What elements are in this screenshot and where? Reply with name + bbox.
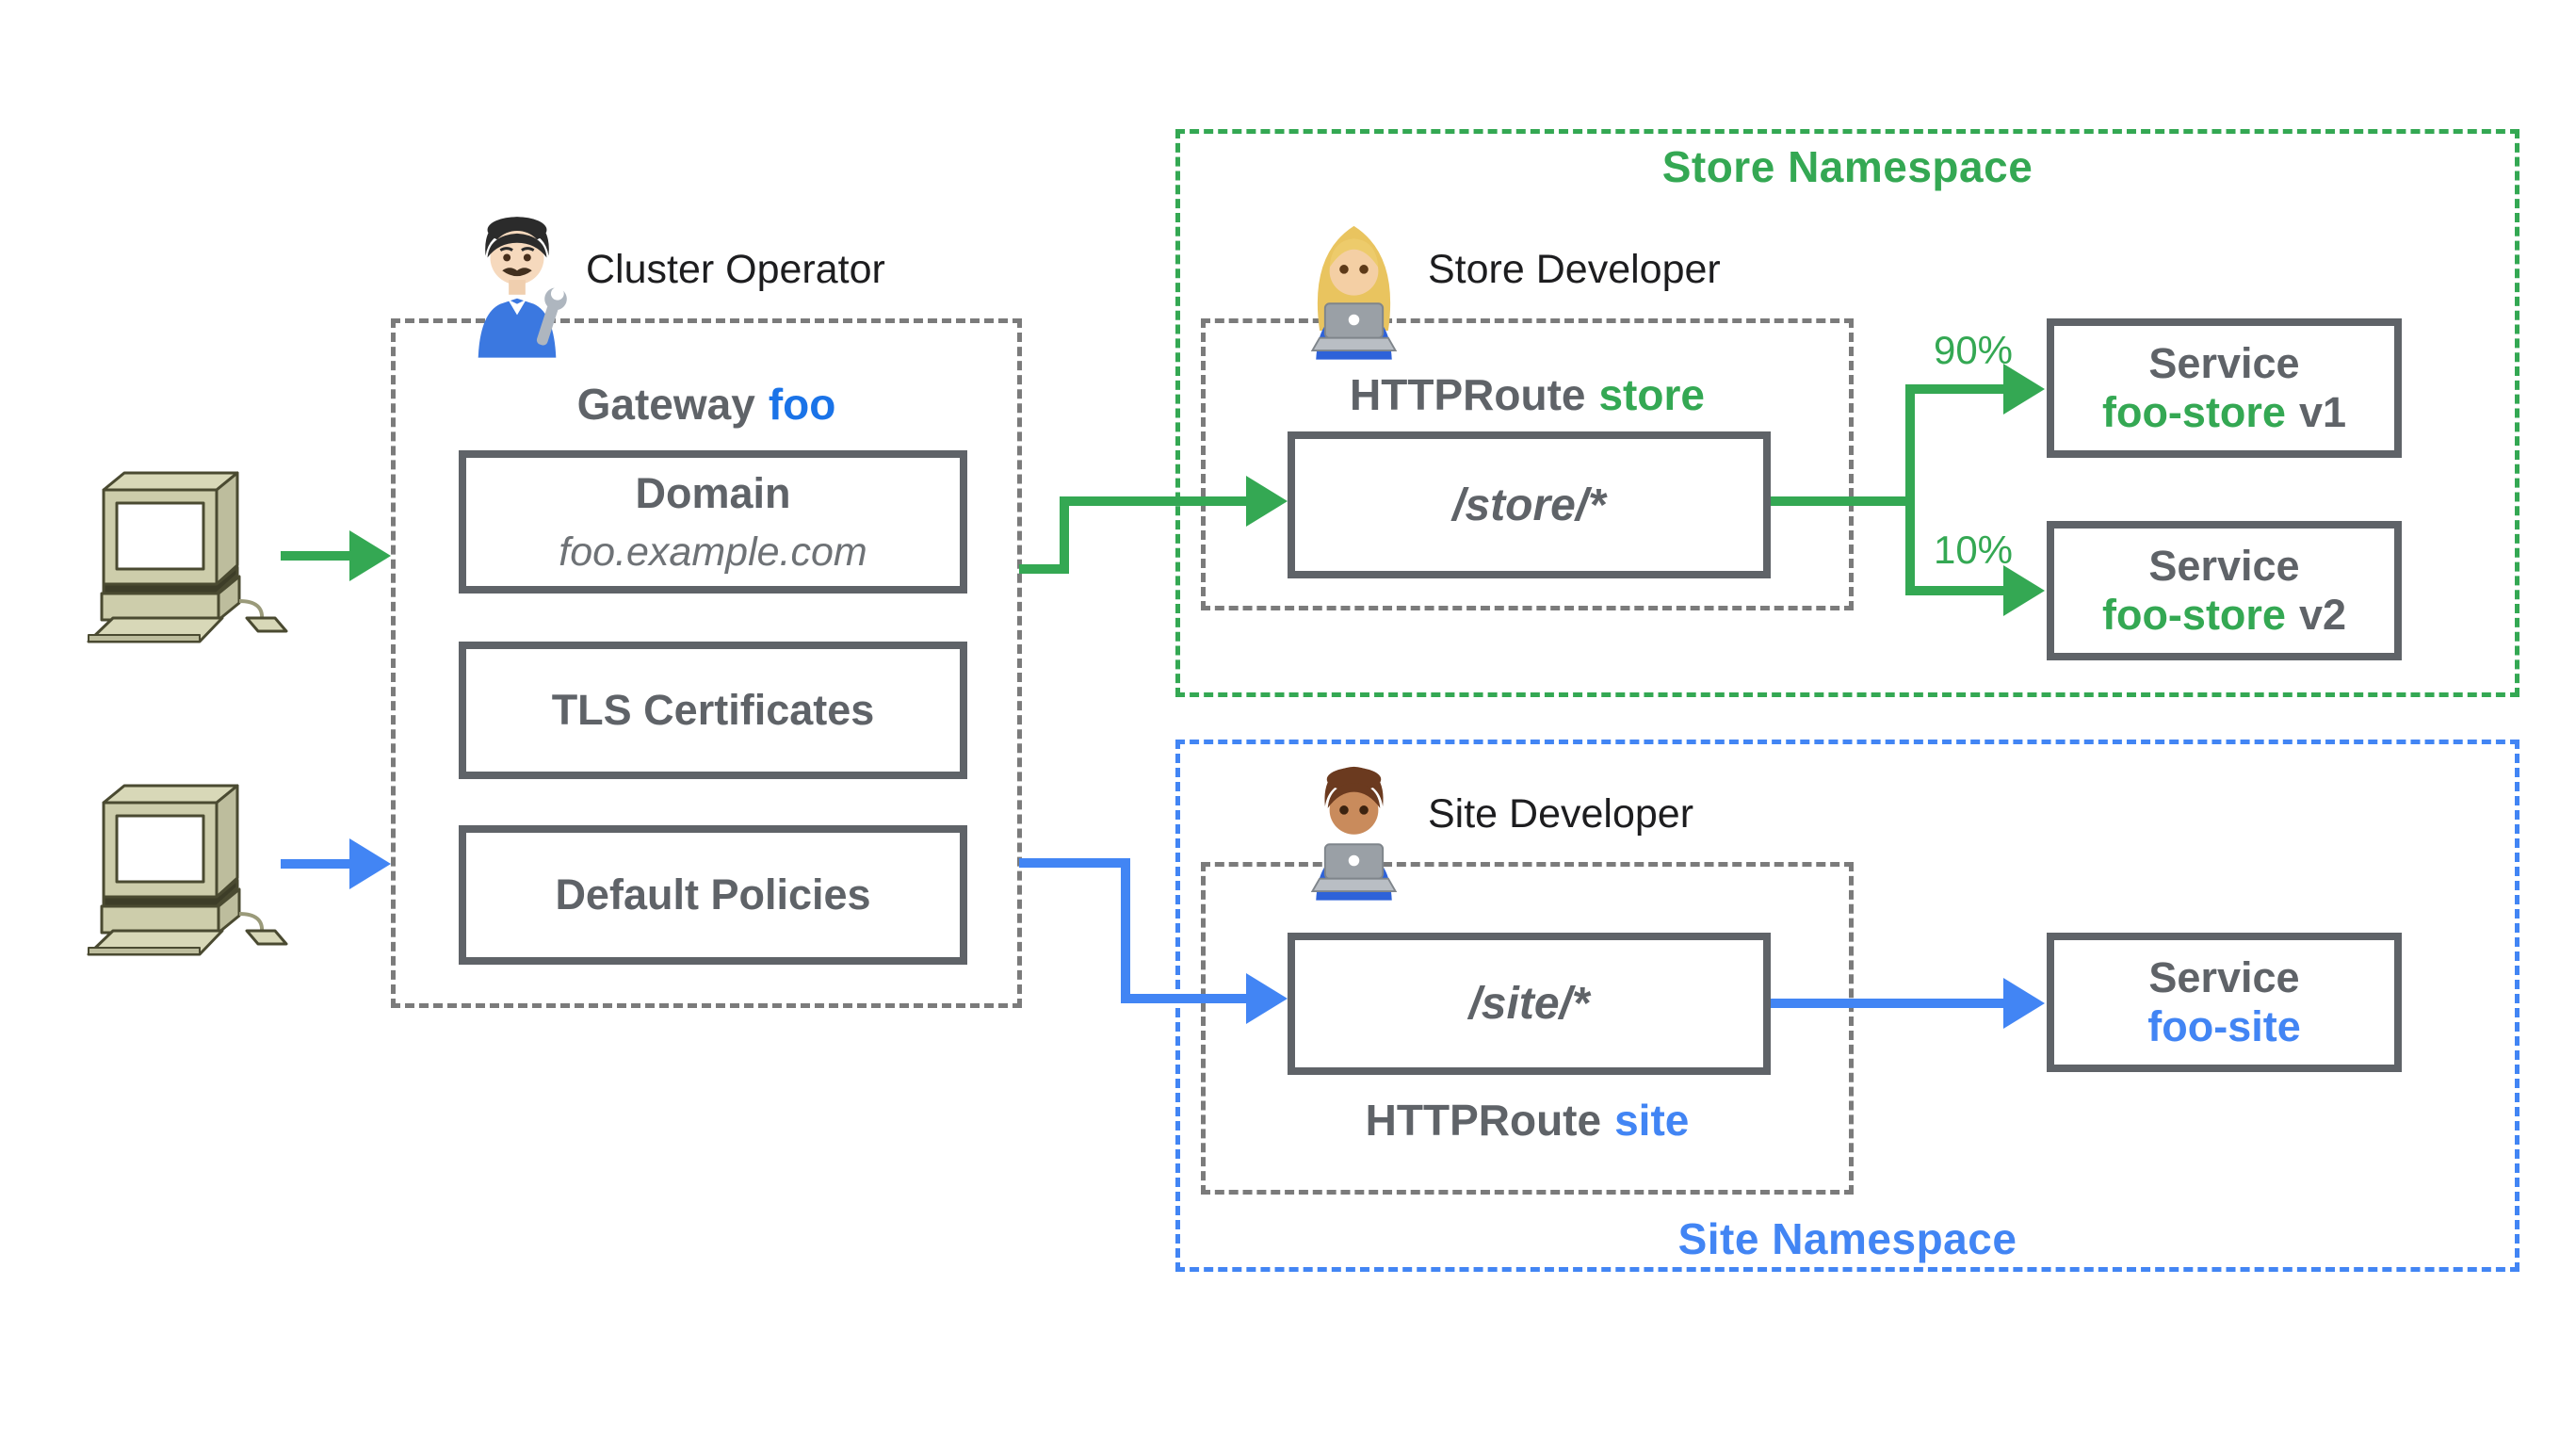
gateway-title: Gateway foo: [391, 379, 1022, 430]
store-to-services-connector: [1905, 586, 2005, 595]
service-version: v1: [2298, 388, 2347, 436]
httproute-store-group-box: [1201, 318, 1854, 610]
service-title: Service: [2148, 953, 2300, 1001]
arrowhead: [2003, 364, 2045, 415]
service-name: foo-store: [2101, 388, 2286, 436]
site-to-service-connector: [1771, 999, 2005, 1008]
site-path-rule: /site/*: [1468, 979, 1590, 1029]
arrowhead: [2003, 565, 2045, 616]
gateway-to-site-connector: [1121, 994, 1250, 1003]
service-version: v2: [2298, 591, 2347, 639]
domain-box-value: foo.example.com: [559, 529, 867, 575]
store-to-services-connector: [1905, 384, 1915, 595]
service-name: foo-site: [2147, 1002, 2301, 1050]
store-namespace-box: [1175, 129, 2519, 697]
store-path-rule-box: /store/*: [1288, 431, 1771, 578]
tls-certificates-label: TLS Certificates: [551, 686, 875, 734]
woman-technologist-icon: [1310, 225, 1398, 360]
man-mechanic-icon: [478, 217, 567, 358]
weight-90-label: 90%: [1933, 328, 2014, 372]
store-path-rule: /store/*: [1452, 480, 1606, 530]
man-technologist-icon: [1310, 766, 1398, 901]
weight-10-label: 10%: [1933, 528, 2014, 572]
default-policies-label: Default Policies: [555, 870, 871, 919]
domain-box-title: Domain: [635, 469, 791, 517]
gateway-title-prefix: Gateway: [576, 380, 755, 429]
desktop-computer-icon: [87, 784, 288, 956]
arrowhead: [1246, 973, 1288, 1024]
arrowhead: [349, 838, 391, 889]
domain-box: Domain foo.example.com: [459, 450, 967, 594]
gateway-to-store-connector: [1019, 564, 1069, 574]
store-to-services-connector: [1771, 496, 1915, 506]
httproute-site-name: site: [1614, 1096, 1690, 1145]
httproute-store-name: store: [1598, 370, 1705, 419]
site-developer-label: Site Developer: [1428, 791, 1694, 837]
store-namespace-title: Store Namespace: [1661, 142, 2033, 191]
client-to-gateway-arrow-green: [281, 551, 353, 561]
gateway-group-box: [391, 318, 1022, 1008]
service-title: Service: [2148, 542, 2300, 590]
store-to-services-connector: [1905, 384, 2005, 394]
service-name: foo-store: [2101, 591, 2286, 639]
httproute-store-prefix: HTTPRoute: [1350, 370, 1586, 419]
gateway-title-name: foo: [768, 380, 836, 429]
arrowhead: [1246, 476, 1288, 527]
site-namespace-box: [1175, 740, 2519, 1272]
gateway-to-store-connector: [1060, 496, 1250, 506]
arrowhead: [2003, 978, 2045, 1029]
gateway-to-store-connector: [1060, 496, 1069, 574]
service-title: Service: [2148, 339, 2300, 387]
site-namespace-title: Site Namespace: [1677, 1214, 2017, 1263]
arrowhead: [349, 530, 391, 581]
tls-certificates-box: TLS Certificates: [459, 642, 967, 779]
httproute-site-group-box: [1201, 862, 1854, 1195]
gateway-to-site-connector: [1019, 858, 1130, 868]
service-foo-site-box: Service foo-site: [2047, 933, 2402, 1072]
httproute-site-prefix: HTTPRoute: [1365, 1096, 1602, 1145]
store-developer-label: Store Developer: [1428, 247, 1721, 292]
client-to-gateway-arrow-blue: [281, 859, 353, 869]
site-path-rule-box: /site/*: [1288, 933, 1771, 1075]
cluster-operator-label: Cluster Operator: [586, 247, 885, 292]
default-policies-box: Default Policies: [459, 825, 967, 965]
gateway-to-site-connector: [1121, 858, 1130, 999]
desktop-computer-icon: [87, 471, 288, 643]
